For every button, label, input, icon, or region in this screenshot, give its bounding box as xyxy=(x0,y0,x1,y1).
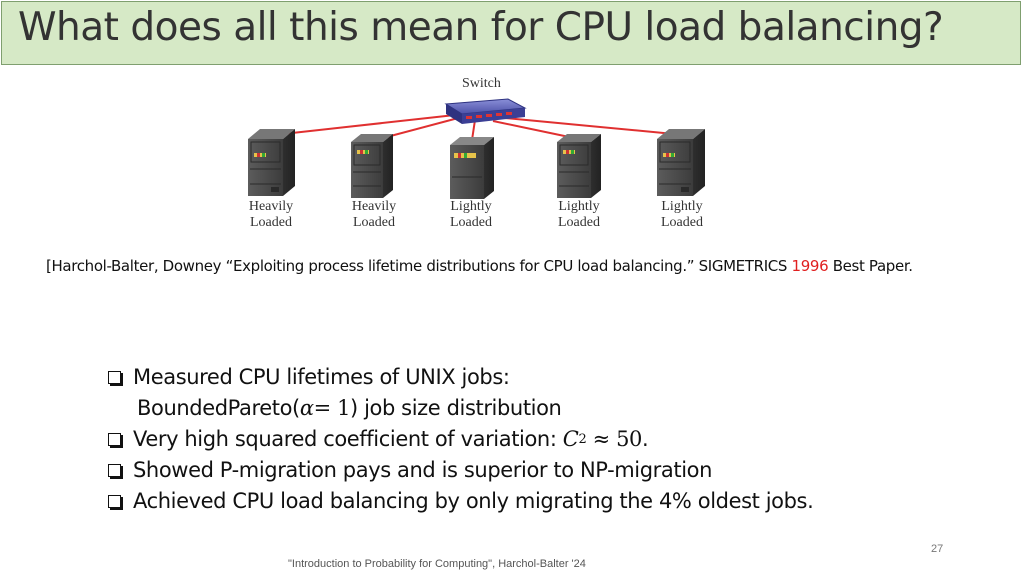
server-label-line1: Heavily xyxy=(248,199,294,214)
server-label-line2: Loaded xyxy=(353,215,395,230)
server-label-line2: Loaded xyxy=(450,215,492,230)
switch-icon xyxy=(444,98,527,124)
checkbox-bullet-icon xyxy=(108,371,121,384)
server-label-1: Heavily Loaded xyxy=(231,199,311,231)
footer: "Introduction to Probability for Computi… xyxy=(288,558,586,570)
checkbox-bullet-icon xyxy=(108,495,121,508)
bullet-item-1: Measured CPU lifetimes of UNIX jobs: xyxy=(108,362,813,393)
server-icon-3 xyxy=(450,137,494,199)
math-alpha: α xyxy=(299,396,314,420)
link-server-5 xyxy=(504,117,675,135)
bullet-text: . xyxy=(642,427,649,451)
bullet-list: Measured CPU lifetimes of UNIX jobs: Bou… xyxy=(108,362,814,517)
bullet-item-3: Showed P-migration pays and is superior … xyxy=(108,455,813,486)
link-server-1 xyxy=(282,114,456,135)
link-server-3 xyxy=(471,119,476,141)
server-label-3: Lightly Loaded xyxy=(431,199,511,231)
title-bar: What does all this mean for CPU load bal… xyxy=(1,1,1021,65)
link-server-2 xyxy=(382,116,463,139)
bullet-text: Achieved CPU load balancing by only migr… xyxy=(133,489,814,513)
checkbox-bullet-icon xyxy=(108,464,121,477)
citation-year: 1996 xyxy=(791,257,829,275)
bullet-item-1-continued: BoundedPareto(α = 1) job size distributi… xyxy=(108,393,813,424)
server-label-line2: Loaded xyxy=(558,215,600,230)
network-diagram xyxy=(248,98,705,199)
bullet-item-4: Achieved CPU load balancing by only migr… xyxy=(108,486,814,517)
bullet-text: Measured CPU lifetimes of UNIX jobs: xyxy=(133,365,510,389)
bullet-text: BoundedPareto( xyxy=(137,396,300,420)
server-icon-4 xyxy=(557,134,601,198)
slide-title: What does all this mean for CPU load bal… xyxy=(18,5,944,50)
citation-text: [Harchol-Balter, Downey “Exploiting proc… xyxy=(46,257,788,275)
server-label-line1: Lightly xyxy=(558,199,600,214)
server-label-line2: Loaded xyxy=(250,215,292,230)
server-label-line1: Lightly xyxy=(661,199,703,214)
switch-label: Switch xyxy=(462,76,501,91)
network-links xyxy=(282,114,675,141)
math-equals-one: = 1 xyxy=(313,396,351,420)
server-label-4: Lightly Loaded xyxy=(539,199,619,231)
math-approx-50: ≈ 50 xyxy=(586,427,643,451)
math-c: C xyxy=(562,427,579,451)
link-server-4 xyxy=(492,120,575,139)
checkbox-bullet-icon xyxy=(108,433,121,446)
server-label-line1: Heavily xyxy=(351,199,397,214)
server-icon-5 xyxy=(657,129,705,196)
server-icon-2 xyxy=(351,134,393,198)
page-number: 27 xyxy=(931,543,944,555)
bullet-item-2: Very high squared coefficient of variati… xyxy=(108,424,813,455)
server-label-line2: Loaded xyxy=(661,215,703,230)
citation: [Harchol-Balter, Downey “Exploiting proc… xyxy=(46,257,913,275)
bullet-text: Showed P-migration pays and is superior … xyxy=(133,458,712,482)
citation-suffix: Best Paper. xyxy=(832,257,913,275)
server-label-line1: Lightly xyxy=(450,199,492,214)
server-label-5: Lightly Loaded xyxy=(642,199,722,231)
server-label-2: Heavily Loaded xyxy=(334,199,414,231)
server-icon-1 xyxy=(248,129,295,196)
bullet-text: Very high squared coefficient of variati… xyxy=(133,427,563,451)
bullet-text: ) job size distribution xyxy=(350,396,562,420)
